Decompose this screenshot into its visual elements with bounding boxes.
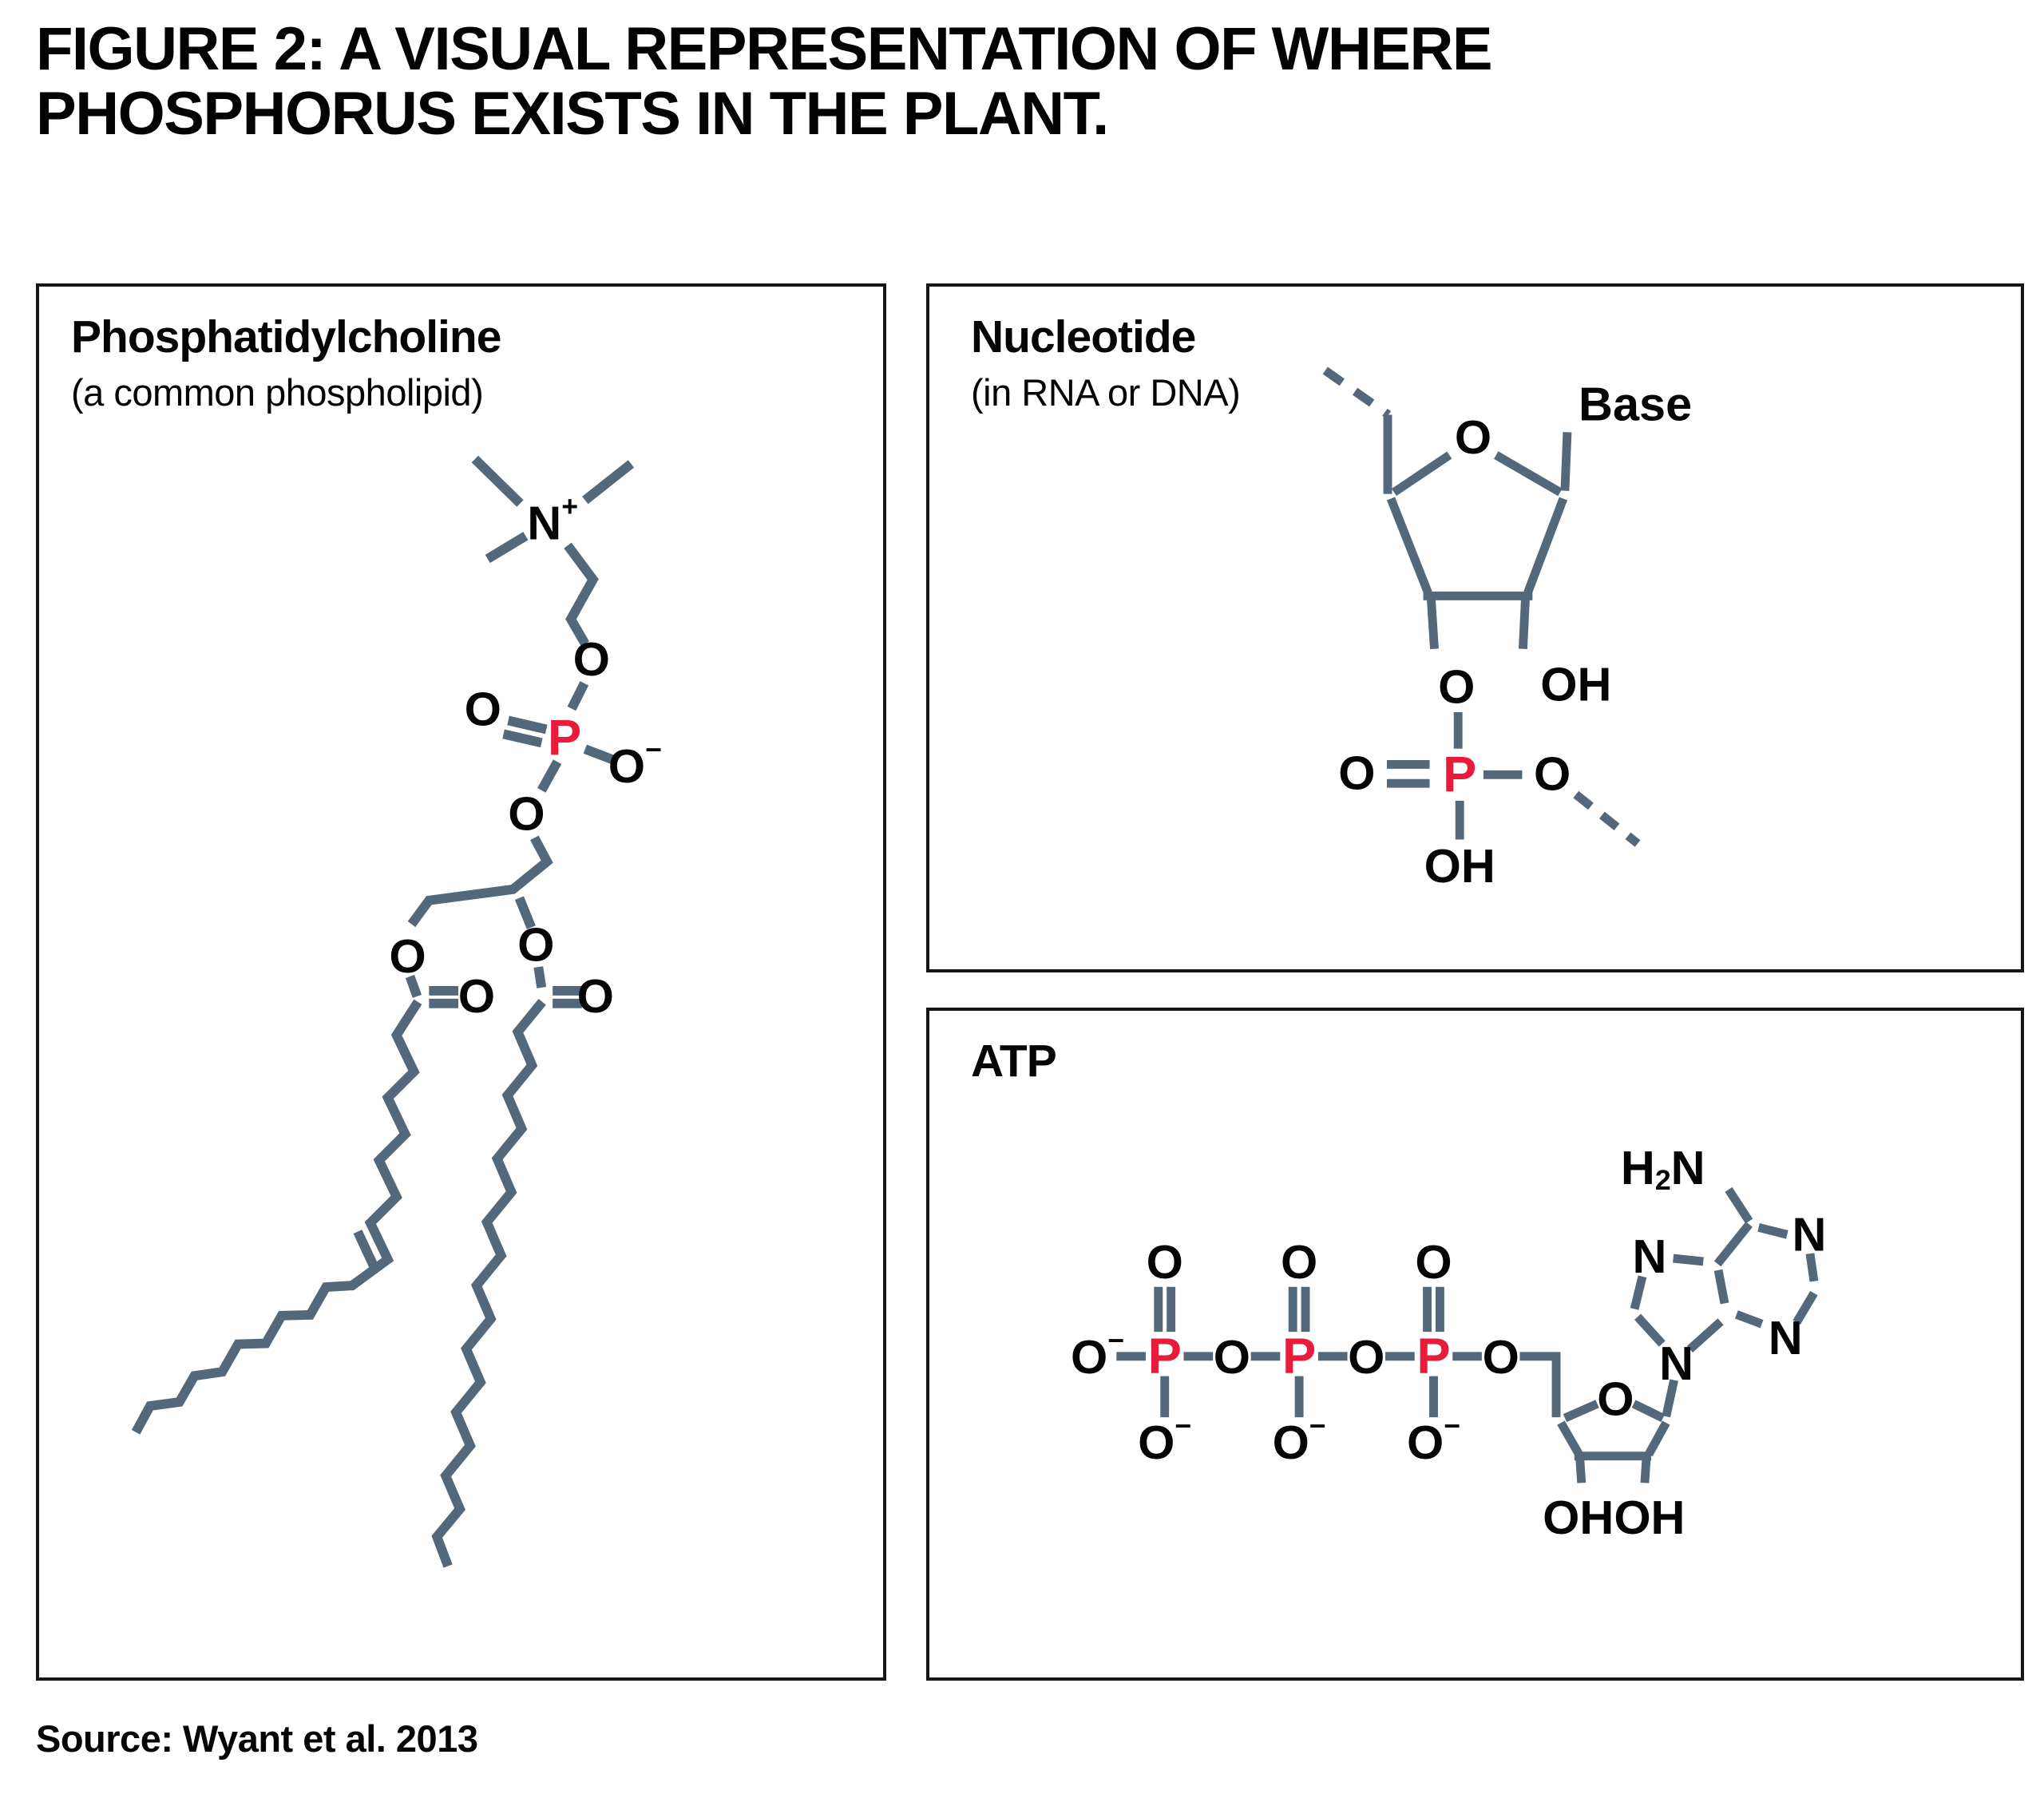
p-double-bond-o <box>502 715 548 748</box>
phosphatidylcholine-bonds <box>131 455 635 1568</box>
atom-n-plus: N+ <box>527 491 578 549</box>
ester-o-c-bonds <box>405 966 547 998</box>
atom-o-minus: O− <box>608 734 662 792</box>
atom-o: O <box>1338 746 1375 799</box>
base-label: Base <box>1579 377 1692 430</box>
right-carbonyl-double-bond <box>553 985 582 1008</box>
ring-top-bonds <box>1563 1400 1666 1423</box>
ring-side-bonds <box>1386 497 1568 595</box>
atom-o: O <box>1483 1329 1519 1383</box>
atom-ohoh: OHOH <box>1543 1490 1685 1543</box>
atom-o: O <box>1455 410 1491 464</box>
atom-o: O <box>458 968 495 1022</box>
atom-phosphorus: P <box>1443 747 1476 802</box>
atom-o: O <box>508 786 545 840</box>
base-bond <box>1560 432 1572 491</box>
p-double-bond-o <box>1154 1286 1444 1333</box>
atom-o: O <box>1534 747 1571 800</box>
glycerol-o2-bond <box>514 896 536 929</box>
atom-o: O <box>1147 1234 1183 1288</box>
atom-o: O <box>1348 1329 1384 1383</box>
n9-bond <box>1662 1379 1678 1418</box>
atom-oh: OH <box>1540 657 1611 711</box>
panel-title-nucleotide: Nucleotide <box>971 311 1196 362</box>
atom-h2n: H2N <box>1621 1141 1705 1196</box>
atom-o-minus: O− <box>1407 1410 1460 1468</box>
adenine-bonds <box>1630 1186 1819 1353</box>
atom-phosphorus: P <box>1148 1329 1182 1384</box>
atom-o: O <box>1281 1234 1317 1288</box>
ring-side-bonds <box>1557 1420 1670 1457</box>
cis-double-bond <box>353 1230 378 1268</box>
ring-oh-bonds <box>1575 1458 1651 1483</box>
atom-o: O <box>389 929 426 983</box>
atom-n: N <box>1659 1336 1693 1389</box>
figure-title-line2: PHOSPHORUS EXISTS IN THE PLANT. <box>36 79 1109 148</box>
p-o-minus-bond <box>583 744 614 764</box>
p-double-bond-o <box>1387 759 1430 788</box>
atom-o: O <box>465 682 501 735</box>
atom-o: O <box>1597 1372 1634 1425</box>
dashed-chain-bond <box>1322 366 1392 418</box>
source-caption: Source: Wyant et al. 2013 <box>36 1717 478 1760</box>
atom-o: O <box>517 917 554 971</box>
atom-phosphorus: P <box>1282 1329 1316 1384</box>
panel-title-phosphatidylcholine: Phosphatidylcholine <box>71 311 501 362</box>
figure-title-line1: FIGURE 2: A VISUAL REPRESENTATION OF WHE… <box>36 15 1493 83</box>
atom-phosphorus: P <box>548 710 581 766</box>
left-fatty-acid-chain <box>131 999 422 1435</box>
ester-ch2-bond <box>1519 1352 1561 1418</box>
p-o-bond <box>537 759 562 793</box>
atom-o: O <box>577 968 614 1022</box>
glycerol-backbone <box>407 835 553 928</box>
dashed-chain-bond-2 <box>1573 790 1641 847</box>
choline-chain-bonds <box>564 542 599 647</box>
atom-o: O <box>573 632 610 686</box>
ring-substituent-bonds <box>1427 599 1530 650</box>
panel-subtitle-nucleotide: (in RNA or DNA) <box>971 371 1241 414</box>
p-o-minus-bonds <box>1160 1376 1438 1418</box>
nucleotide-bonds <box>1322 366 1641 847</box>
atom-o-minus: O− <box>1273 1410 1326 1468</box>
atom-o: O <box>1415 1234 1452 1288</box>
methyl-bonds <box>471 455 635 564</box>
o-p-bond <box>567 681 589 711</box>
atom-phosphorus: P <box>1416 1329 1450 1384</box>
atom-o-minus: O− <box>1071 1325 1124 1383</box>
ring-top-bonds <box>1391 451 1563 497</box>
atp-bonds <box>1116 1186 1819 1483</box>
panel-subtitle-phosphatidylcholine: (a common phospholipid) <box>71 371 484 414</box>
left-carbonyl-double-bond <box>429 985 459 1008</box>
atom-n: N <box>1769 1311 1803 1364</box>
atom-o-minus: O− <box>1138 1410 1191 1468</box>
atom-n: N <box>1632 1230 1666 1283</box>
atom-o: O <box>1438 659 1475 713</box>
right-fatty-acid-chain <box>431 999 546 1568</box>
atom-o: O <box>1214 1329 1250 1383</box>
atom-oh: OH <box>1424 839 1495 893</box>
panel-title-atp: ATP <box>971 1036 1057 1087</box>
figure-title: FIGURE 2: A VISUAL REPRESENTATION OF WHE… <box>36 15 1493 148</box>
atom-n: N <box>1792 1207 1827 1261</box>
